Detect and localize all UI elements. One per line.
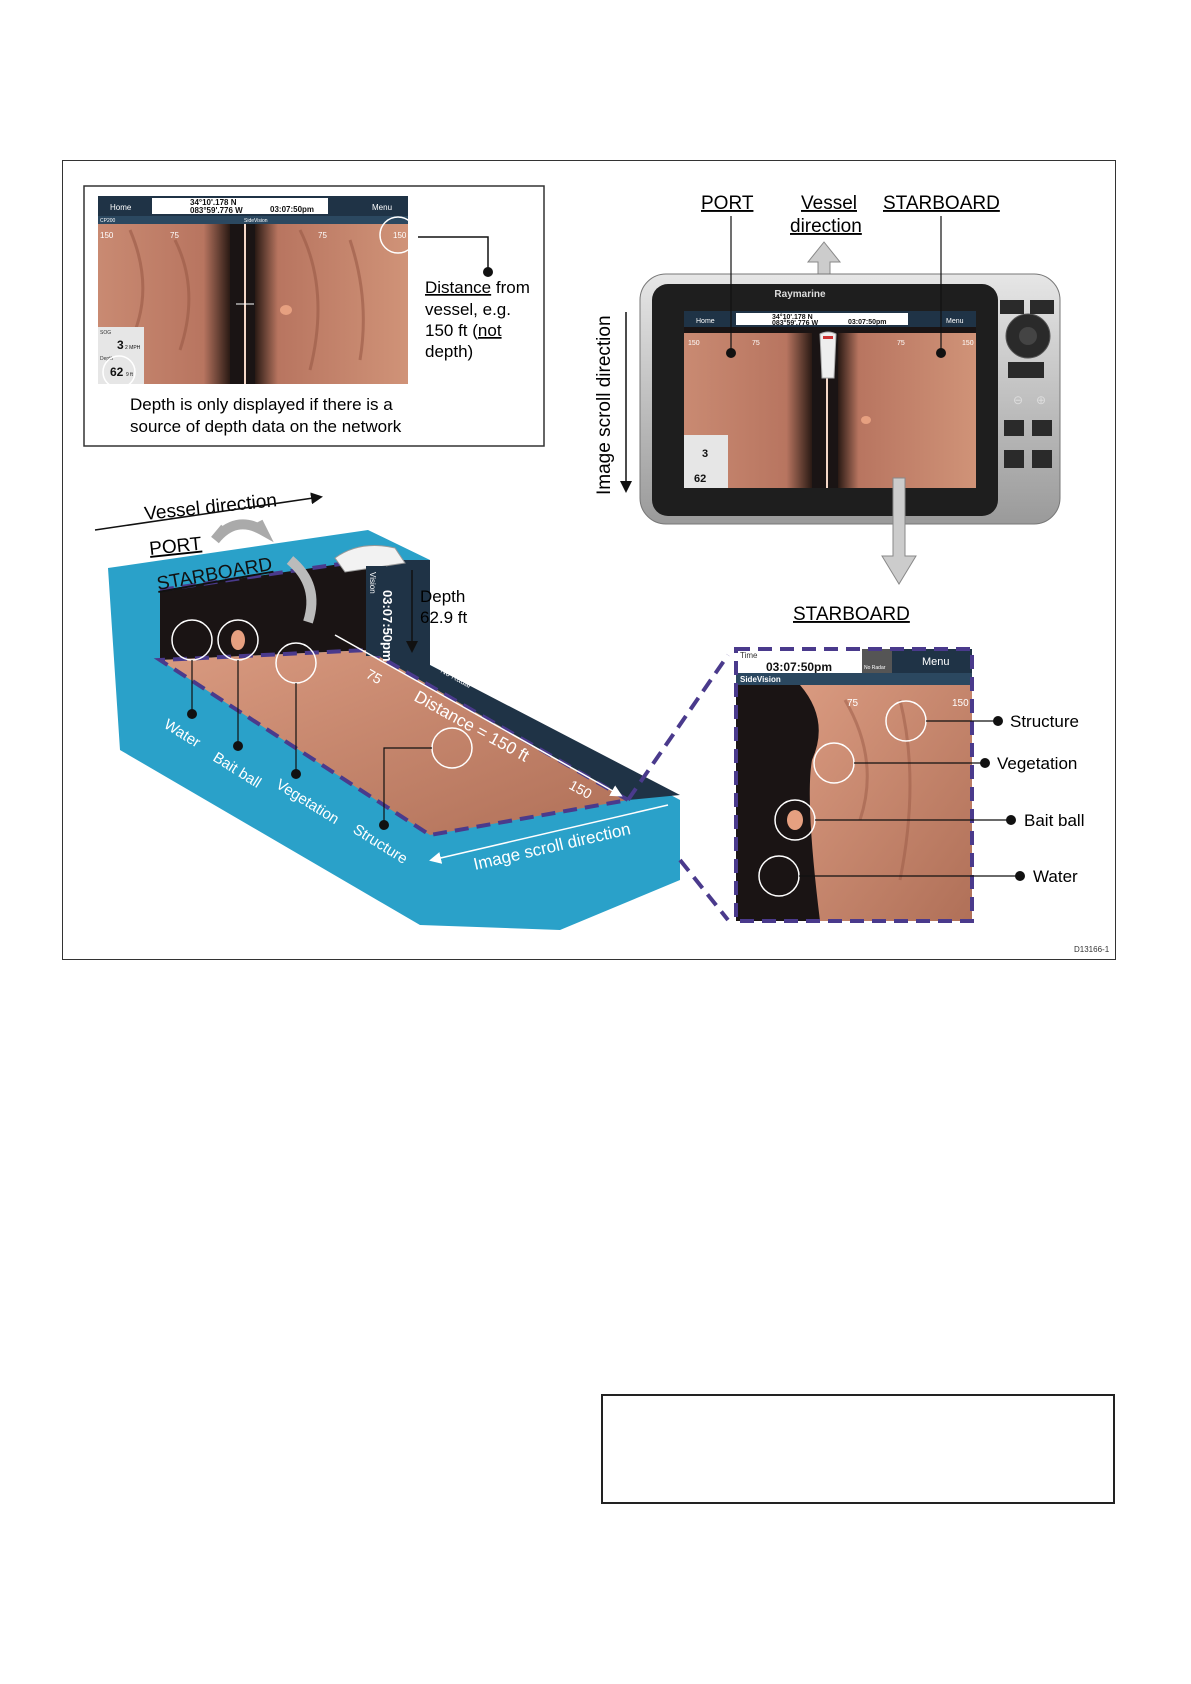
figure-code: D13166-1 bbox=[1074, 945, 1110, 954]
sog-label: SOG bbox=[100, 330, 111, 336]
transducer-icon bbox=[334, 545, 406, 573]
starboard-down-arrow bbox=[881, 477, 917, 585]
mode-label: SideVision bbox=[244, 218, 268, 224]
speed-value: 3 bbox=[117, 338, 124, 352]
longitude-readout: 083°59'.776 W bbox=[190, 206, 243, 215]
device-label: CP200 bbox=[100, 218, 116, 224]
boat-icon bbox=[819, 331, 837, 379]
vessel-direction-label-line2: direction bbox=[790, 216, 862, 237]
zoom-range-150: 150 bbox=[952, 698, 969, 709]
zoom-dashed-outline bbox=[734, 647, 974, 923]
block-vessel-arrow bbox=[94, 492, 323, 531]
latitude-readout: 34°10'.178 N bbox=[190, 198, 237, 207]
zoom-no-radar: No Radar bbox=[864, 665, 886, 671]
display-range-150-right: 150 bbox=[962, 340, 974, 347]
active-key[interactable] bbox=[1004, 420, 1024, 436]
zoom-mode: SideVision bbox=[740, 675, 781, 684]
sidevision-screenshot-small: Home 34°10'.178 N 083°59'.776 W 03:07:50… bbox=[98, 196, 417, 389]
depth-note-line2: source of depth data on the network bbox=[130, 417, 402, 436]
distance-leader bbox=[418, 236, 489, 272]
block-menu-label: Menu bbox=[546, 689, 589, 723]
zoomed-sidevision-panel: Time 03:07:50pm No Radar Menu SideVision… bbox=[736, 649, 972, 921]
display-range-75-left: 75 bbox=[752, 340, 760, 347]
display-lat: 34°10'.178 N bbox=[772, 313, 813, 321]
distance-callout-line3: 150 ft (not bbox=[425, 321, 502, 340]
block-depth-label: Depth bbox=[420, 587, 465, 606]
block-time: 03:07:50pm bbox=[380, 590, 395, 662]
vessel-direction-label: Vessel bbox=[801, 193, 857, 214]
range-75-right: 75 bbox=[318, 231, 327, 240]
port-curve-arrow bbox=[211, 519, 274, 544]
block-vision-label: Vision bbox=[368, 572, 377, 594]
display-menu-button[interactable]: Menu bbox=[946, 318, 964, 325]
speed-unit: 2 MPH bbox=[125, 345, 141, 351]
display-time: 03:07:50pm bbox=[848, 319, 887, 326]
range-75-left: 75 bbox=[170, 231, 179, 240]
range-150-right: 150 bbox=[393, 231, 407, 240]
time-readout: 03:07:50pm bbox=[270, 205, 314, 214]
home-button[interactable]: Home bbox=[110, 203, 132, 212]
back-key[interactable] bbox=[1008, 362, 1044, 378]
range-150-left: 150 bbox=[100, 231, 114, 240]
menu-button[interactable]: Menu bbox=[372, 203, 392, 212]
zoom-water-label: Water bbox=[1033, 867, 1078, 886]
zoom-structure-label: Structure bbox=[1010, 712, 1079, 731]
starboard-label: STARBOARD bbox=[883, 193, 1000, 214]
zoom-connector-top bbox=[626, 653, 730, 802]
depth-highlight-circle bbox=[102, 355, 136, 389]
seabed-floor bbox=[160, 650, 628, 835]
wpt-key[interactable] bbox=[1032, 420, 1052, 436]
display-range-75-right: 75 bbox=[897, 340, 905, 347]
distance-callout: Distance from bbox=[425, 278, 530, 297]
display-screen: Home 34°10'.178 N 083°59'.776 W 03:07:50… bbox=[684, 311, 976, 488]
distance-callout-line4: depth) bbox=[425, 342, 473, 361]
block-scroll-arrow bbox=[429, 804, 669, 864]
zoom-range-75: 75 bbox=[847, 698, 859, 709]
zoom-connector-bottom bbox=[678, 858, 730, 922]
depth-unit: 9 ft bbox=[126, 372, 134, 378]
zoom-menu-button[interactable]: Menu bbox=[922, 656, 950, 668]
zoom-time: 03:07:50pm bbox=[766, 660, 832, 674]
image-scroll-direction-label: Image scroll direction bbox=[594, 315, 615, 495]
power-key[interactable] bbox=[1032, 450, 1052, 468]
block-depth-value: 62.9 ft bbox=[420, 608, 468, 627]
depth-note-line1: Depth is only displayed if there is a bbox=[130, 395, 393, 414]
menu-key[interactable] bbox=[1030, 300, 1054, 314]
distance-highlight-circle bbox=[379, 216, 417, 254]
zoom-bait-ball-label: Bait ball bbox=[1024, 811, 1084, 830]
distance-arrow bbox=[334, 634, 623, 797]
block-range-75: 75 bbox=[364, 666, 386, 688]
brand-logo: Raymarine bbox=[774, 289, 826, 300]
depth-value: 62 bbox=[110, 365, 124, 379]
depth-label: Depth bbox=[100, 356, 114, 362]
figure-frame bbox=[62, 160, 1116, 960]
home-key[interactable] bbox=[1000, 300, 1024, 314]
display-button-panel: ⊖ ⊕ bbox=[1000, 300, 1054, 468]
starboard-zoom-title: STARBOARD bbox=[793, 604, 910, 625]
display-range-150-left: 150 bbox=[688, 340, 700, 347]
display-home-button[interactable]: Home bbox=[696, 318, 715, 325]
zoom-vegetation-label: Vegetation bbox=[997, 754, 1077, 773]
distance-callout-line2: vessel, e.g. bbox=[425, 300, 511, 319]
display-lon: 083°59'.776 W bbox=[772, 319, 818, 327]
zoom-in-icon[interactable]: ⊕ bbox=[1036, 393, 1046, 407]
display-speed: 3 bbox=[702, 448, 708, 460]
zoom-out-icon[interactable]: ⊖ bbox=[1013, 393, 1023, 407]
empty-note-box bbox=[601, 1394, 1115, 1504]
port-label: PORT bbox=[701, 193, 754, 214]
starboard-curve-arrow bbox=[286, 556, 317, 624]
display-depth: 62 bbox=[694, 473, 706, 485]
zoom-time-label: Time bbox=[740, 651, 758, 660]
standby-key[interactable] bbox=[1004, 450, 1024, 468]
